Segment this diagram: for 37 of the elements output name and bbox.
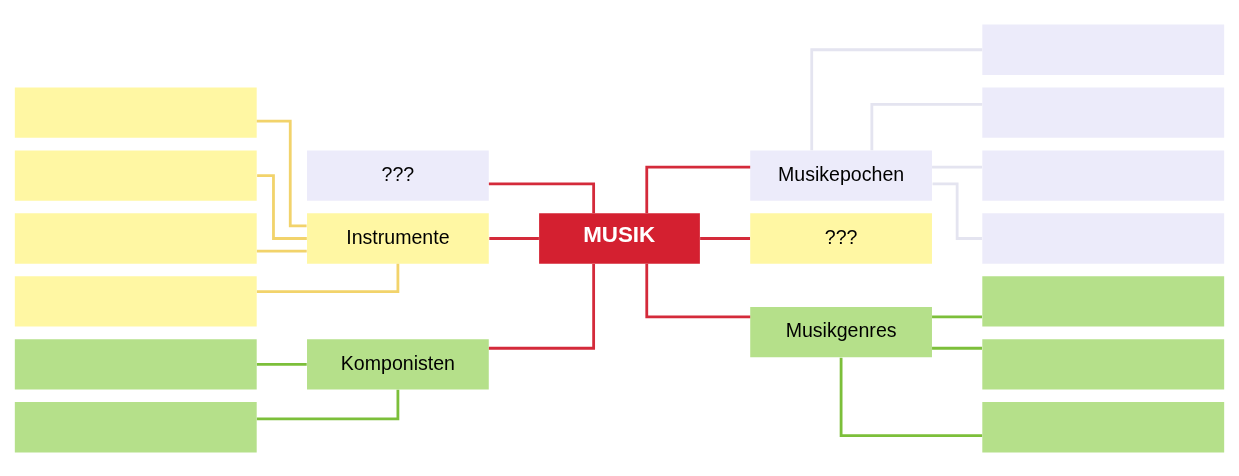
connector xyxy=(645,165,751,213)
node-box: ??? xyxy=(307,149,489,201)
node-box xyxy=(14,338,257,389)
connector xyxy=(810,47,983,150)
node-box xyxy=(982,275,1225,327)
node-box xyxy=(982,212,1225,264)
node-box xyxy=(14,87,257,138)
node-box xyxy=(982,401,1225,452)
connector xyxy=(645,263,751,318)
connector xyxy=(870,102,983,150)
connector xyxy=(488,263,596,350)
connector xyxy=(256,389,400,420)
node-box xyxy=(14,212,257,264)
node-box xyxy=(982,87,1225,138)
node-box xyxy=(14,149,257,201)
node-box: Musikepochen xyxy=(750,149,932,201)
node-box xyxy=(982,149,1225,201)
connector xyxy=(488,182,596,213)
node-box xyxy=(982,24,1225,75)
connector xyxy=(700,236,751,240)
connector xyxy=(932,346,982,350)
node-box: Instrumente xyxy=(307,212,489,264)
node-box xyxy=(14,401,257,452)
connector xyxy=(489,236,539,240)
connector xyxy=(256,119,307,227)
node-box: ??? xyxy=(750,212,932,264)
node-box xyxy=(14,275,257,327)
connector xyxy=(256,249,307,252)
connector xyxy=(256,263,400,293)
node-box: Musikgenres xyxy=(750,306,932,357)
node-box: MUSIK xyxy=(539,212,700,264)
connector xyxy=(932,314,982,318)
node-box: Komponisten xyxy=(307,338,489,389)
node-box xyxy=(982,338,1225,389)
connector xyxy=(256,362,307,366)
connector xyxy=(932,182,982,240)
connector xyxy=(839,357,983,437)
